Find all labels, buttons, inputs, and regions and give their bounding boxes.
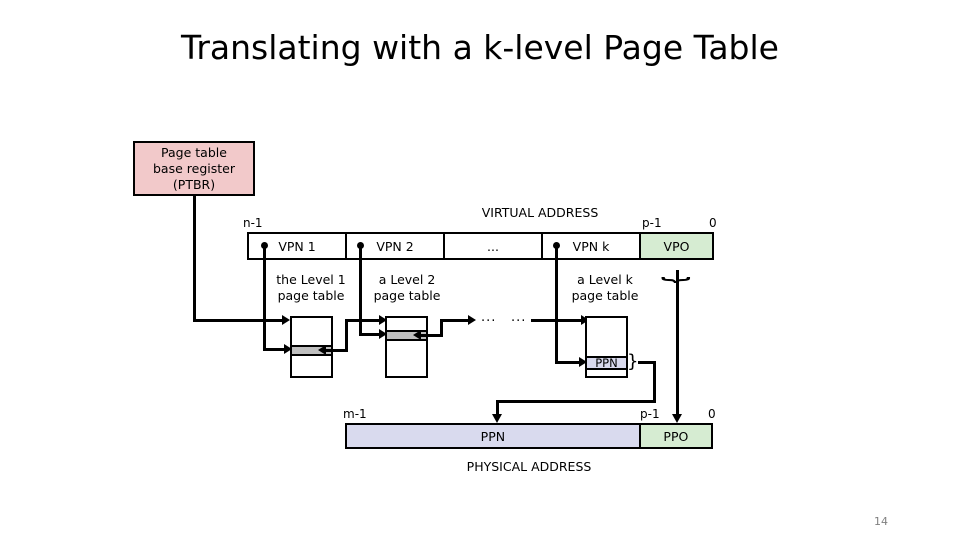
levelk-page-table-ppn-entry: PPN <box>587 356 626 370</box>
pagetable-ellipsis-right: ... <box>511 310 527 325</box>
ptbr-line-1: Page table <box>161 144 227 160</box>
levelk-label-line-1: a Level k <box>577 272 633 287</box>
ellipsis-to-levelk-line <box>531 319 583 322</box>
vpn1-drop-line <box>263 245 266 349</box>
vpo-brace-icon: ⏟ <box>660 252 691 282</box>
levelk-label: a Level k page table <box>562 272 648 304</box>
level2-out-arrow-icon <box>468 315 476 325</box>
va-bit-label-0: 0 <box>709 216 717 230</box>
level1-page-table-entry <box>292 345 331 356</box>
vpo-to-ppo-arrow-icon <box>672 414 682 423</box>
pa-bit-label-m-1: m-1 <box>343 407 367 421</box>
level1-label: the Level 1 page table <box>268 272 354 304</box>
pa-cell-ppn: PPN <box>347 425 641 447</box>
va-bit-label-p-1: p-1 <box>642 216 662 230</box>
va-cell-vpnk: VPN k <box>543 234 641 258</box>
level2-entry-return-arrow-icon <box>413 330 421 340</box>
vpn2-drop-line <box>359 245 362 334</box>
level1-label-line-2: page table <box>277 288 345 303</box>
level1-entry-return-arrow-icon <box>318 345 326 355</box>
level2-page-table-entry <box>387 330 426 341</box>
physical-address-caption: PHYSICAL ADDRESS <box>466 459 592 474</box>
va-cell-vpo: VPO <box>641 234 712 258</box>
virtual-address-bar: VPN 1 VPN 2 ... VPN k VPO <box>247 232 714 260</box>
page-title: Translating with a k-level Page Table <box>181 28 779 67</box>
pa-bit-label-0: 0 <box>708 407 716 421</box>
vpn1-entry-line <box>263 348 285 351</box>
level2-label-line-1: a Level 2 <box>378 272 436 287</box>
vpnk-drop-line <box>555 245 558 362</box>
ptbr-box: Page table base register (PTBR) <box>133 141 255 196</box>
vpn2-entry-arrow-icon <box>379 329 387 339</box>
physical-address-bar: PPN PPO <box>345 423 713 449</box>
pagetable-ellipsis-left: ... <box>481 310 497 325</box>
va-bit-label-n-1: n-1 <box>243 216 263 230</box>
vpn2-entry-line <box>359 333 380 336</box>
vpnk-entry-line <box>555 361 580 364</box>
level2-out-line-b <box>440 319 443 337</box>
level1-to-level2-line-c <box>345 319 381 322</box>
ppn-out-line-b <box>653 361 656 403</box>
ppn-out-line-d <box>496 400 499 418</box>
ppn-out-line-a <box>638 361 656 364</box>
ptbr-connector-vertical <box>193 196 196 322</box>
ptbr-line-2: base register <box>153 160 235 176</box>
level1-to-level2-line-a <box>325 349 348 352</box>
level1-to-level2-arrow-icon <box>379 315 387 325</box>
level2-out-line-a <box>420 334 443 337</box>
level2-out-line-c <box>440 319 470 322</box>
ppn-out-line-c <box>496 400 656 403</box>
pa-bit-label-p-1: p-1 <box>640 407 660 421</box>
levelk-label-line-2: page table <box>571 288 639 303</box>
level1-to-level2-line-b <box>345 319 348 352</box>
vpo-to-ppo-line <box>676 270 679 418</box>
ptbr-line-3: (PTBR) <box>172 176 216 192</box>
vpn1-entry-arrow-icon <box>284 344 292 354</box>
level2-label-line-2: page table <box>373 288 441 303</box>
ppn-brace-icon: } <box>627 351 639 372</box>
ptbr-connector-horizontal <box>193 319 283 322</box>
virtual-address-caption: VIRTUAL ADDRESS <box>481 205 599 220</box>
slide-page-number: 14 <box>874 515 888 528</box>
level1-label-line-1: the Level 1 <box>276 272 346 287</box>
level2-page-table-box <box>385 316 428 378</box>
ppn-out-arrow-icon <box>492 414 502 423</box>
vpnk-entry-arrow-icon <box>579 357 587 367</box>
ptbr-connector-arrow-icon <box>282 315 290 325</box>
level2-label: a Level 2 page table <box>364 272 450 304</box>
pa-cell-ppo: PPO <box>640 425 711 447</box>
va-cell-ellipsis: ... <box>445 234 543 258</box>
